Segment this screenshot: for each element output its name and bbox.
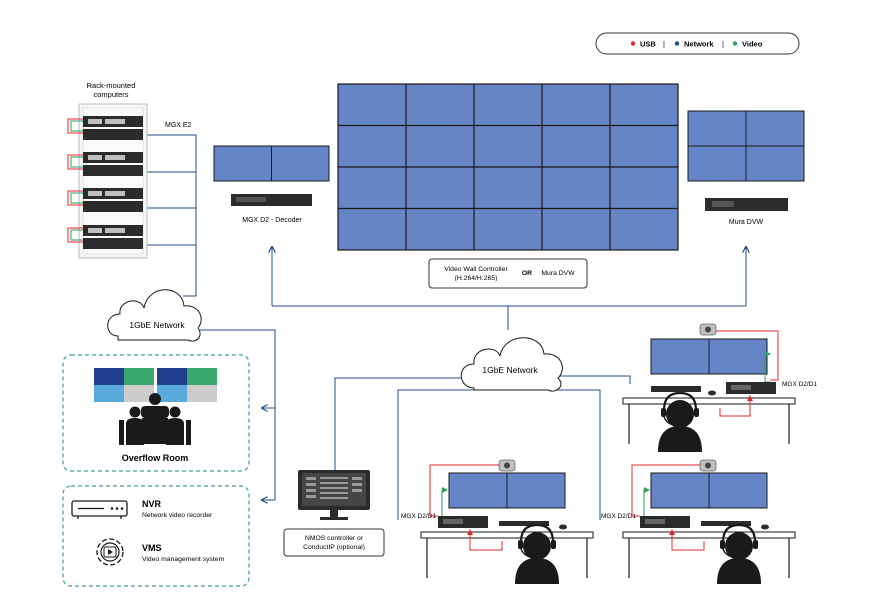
rack-title-line1: Rack-mounted	[87, 81, 136, 90]
gear-play-icon	[96, 538, 124, 566]
controller-alt: Mura DVW	[541, 270, 575, 277]
network-legend-label: Network	[684, 40, 714, 49]
workstation-bottom-center: MGX D2/D1	[401, 459, 594, 584]
keyboard-icon	[701, 521, 751, 526]
operator-icon	[658, 391, 702, 452]
mouse-icon	[559, 524, 567, 530]
workstation-label: MGX D2/D1	[601, 513, 636, 520]
network-lines	[143, 134, 746, 520]
nvr-title: NVR	[142, 499, 162, 509]
overflow-room: Overflow Room	[62, 354, 250, 472]
controller-line2: (H.264/H.265)	[455, 275, 498, 282]
usb-legend-dot	[630, 41, 636, 46]
cloud-left-label: 1GbE Network	[129, 320, 185, 330]
cloud-center-label: 1GbE Network	[482, 365, 538, 375]
overflow-label: Overflow Room	[122, 453, 189, 463]
cloud-left: 1GbE Network	[107, 289, 202, 342]
workstation-bottom-right: MGX D2/D1	[601, 459, 796, 584]
camera-icon	[699, 459, 717, 472]
legend-separator-2: |	[722, 40, 724, 49]
mura-display: Mura DVW	[687, 110, 805, 226]
legend: USB | Network | Video	[595, 32, 800, 55]
vms-title: VMS	[142, 543, 162, 553]
nmos-line2: ConductIP (optional)	[303, 544, 365, 551]
people-icon	[119, 393, 191, 445]
overflow-screens	[94, 368, 217, 402]
monitor-icon	[298, 470, 370, 520]
camera-icon	[498, 459, 516, 472]
mouse-icon	[761, 524, 769, 530]
video-legend-dot	[732, 41, 738, 46]
nvr-subtitle: Network video recorder	[142, 512, 213, 519]
operator-icon	[515, 523, 559, 584]
video-legend-label: Video	[742, 40, 763, 49]
controller-box: Video Wall Controller (H.264/H.265) OR M…	[428, 258, 588, 289]
mura-label: Mura DVW	[729, 219, 764, 226]
vms-subtitle: Video management system	[142, 556, 225, 563]
workstation-top-right: MGX D2/D1	[622, 323, 817, 452]
rack-servers	[83, 116, 143, 249]
camera-icon	[699, 323, 717, 336]
workstation-label: MGX D2/D1	[782, 381, 817, 388]
nvr-vms-group: NVR Network video recorder VMS Video man…	[62, 485, 250, 587]
nmos-line1: NMOS controller or	[305, 535, 364, 542]
operator-icon	[717, 523, 761, 584]
mouse-icon	[708, 390, 716, 396]
network-legend-dot	[674, 41, 680, 46]
rack-title-line2: computers	[93, 90, 128, 99]
usb-legend-label: USB	[640, 40, 656, 49]
rack: Rack-mounted computers	[67, 81, 192, 259]
workstation-label: MGX D2/D1	[401, 513, 436, 520]
cloud-icon	[460, 337, 563, 392]
legend-separator: |	[663, 40, 665, 49]
nvr-icon	[71, 500, 128, 519]
nmos-controller: NMOS controller or ConductIP (optional)	[283, 470, 385, 557]
controller-or: OR	[522, 270, 532, 277]
keyboard-icon	[499, 521, 549, 526]
decoder-display: MGX D2 - Decoder	[213, 145, 330, 224]
cloud-icon	[107, 289, 202, 342]
main-video-wall	[337, 83, 679, 251]
keyboard-icon	[651, 386, 701, 392]
cloud-center: 1GbE Network	[460, 337, 563, 392]
decoder-label: MGX D2 - Decoder	[242, 217, 302, 224]
controller-line1: Video Wall Controller	[444, 266, 508, 273]
rack-device-label: MGX E2	[165, 122, 192, 129]
